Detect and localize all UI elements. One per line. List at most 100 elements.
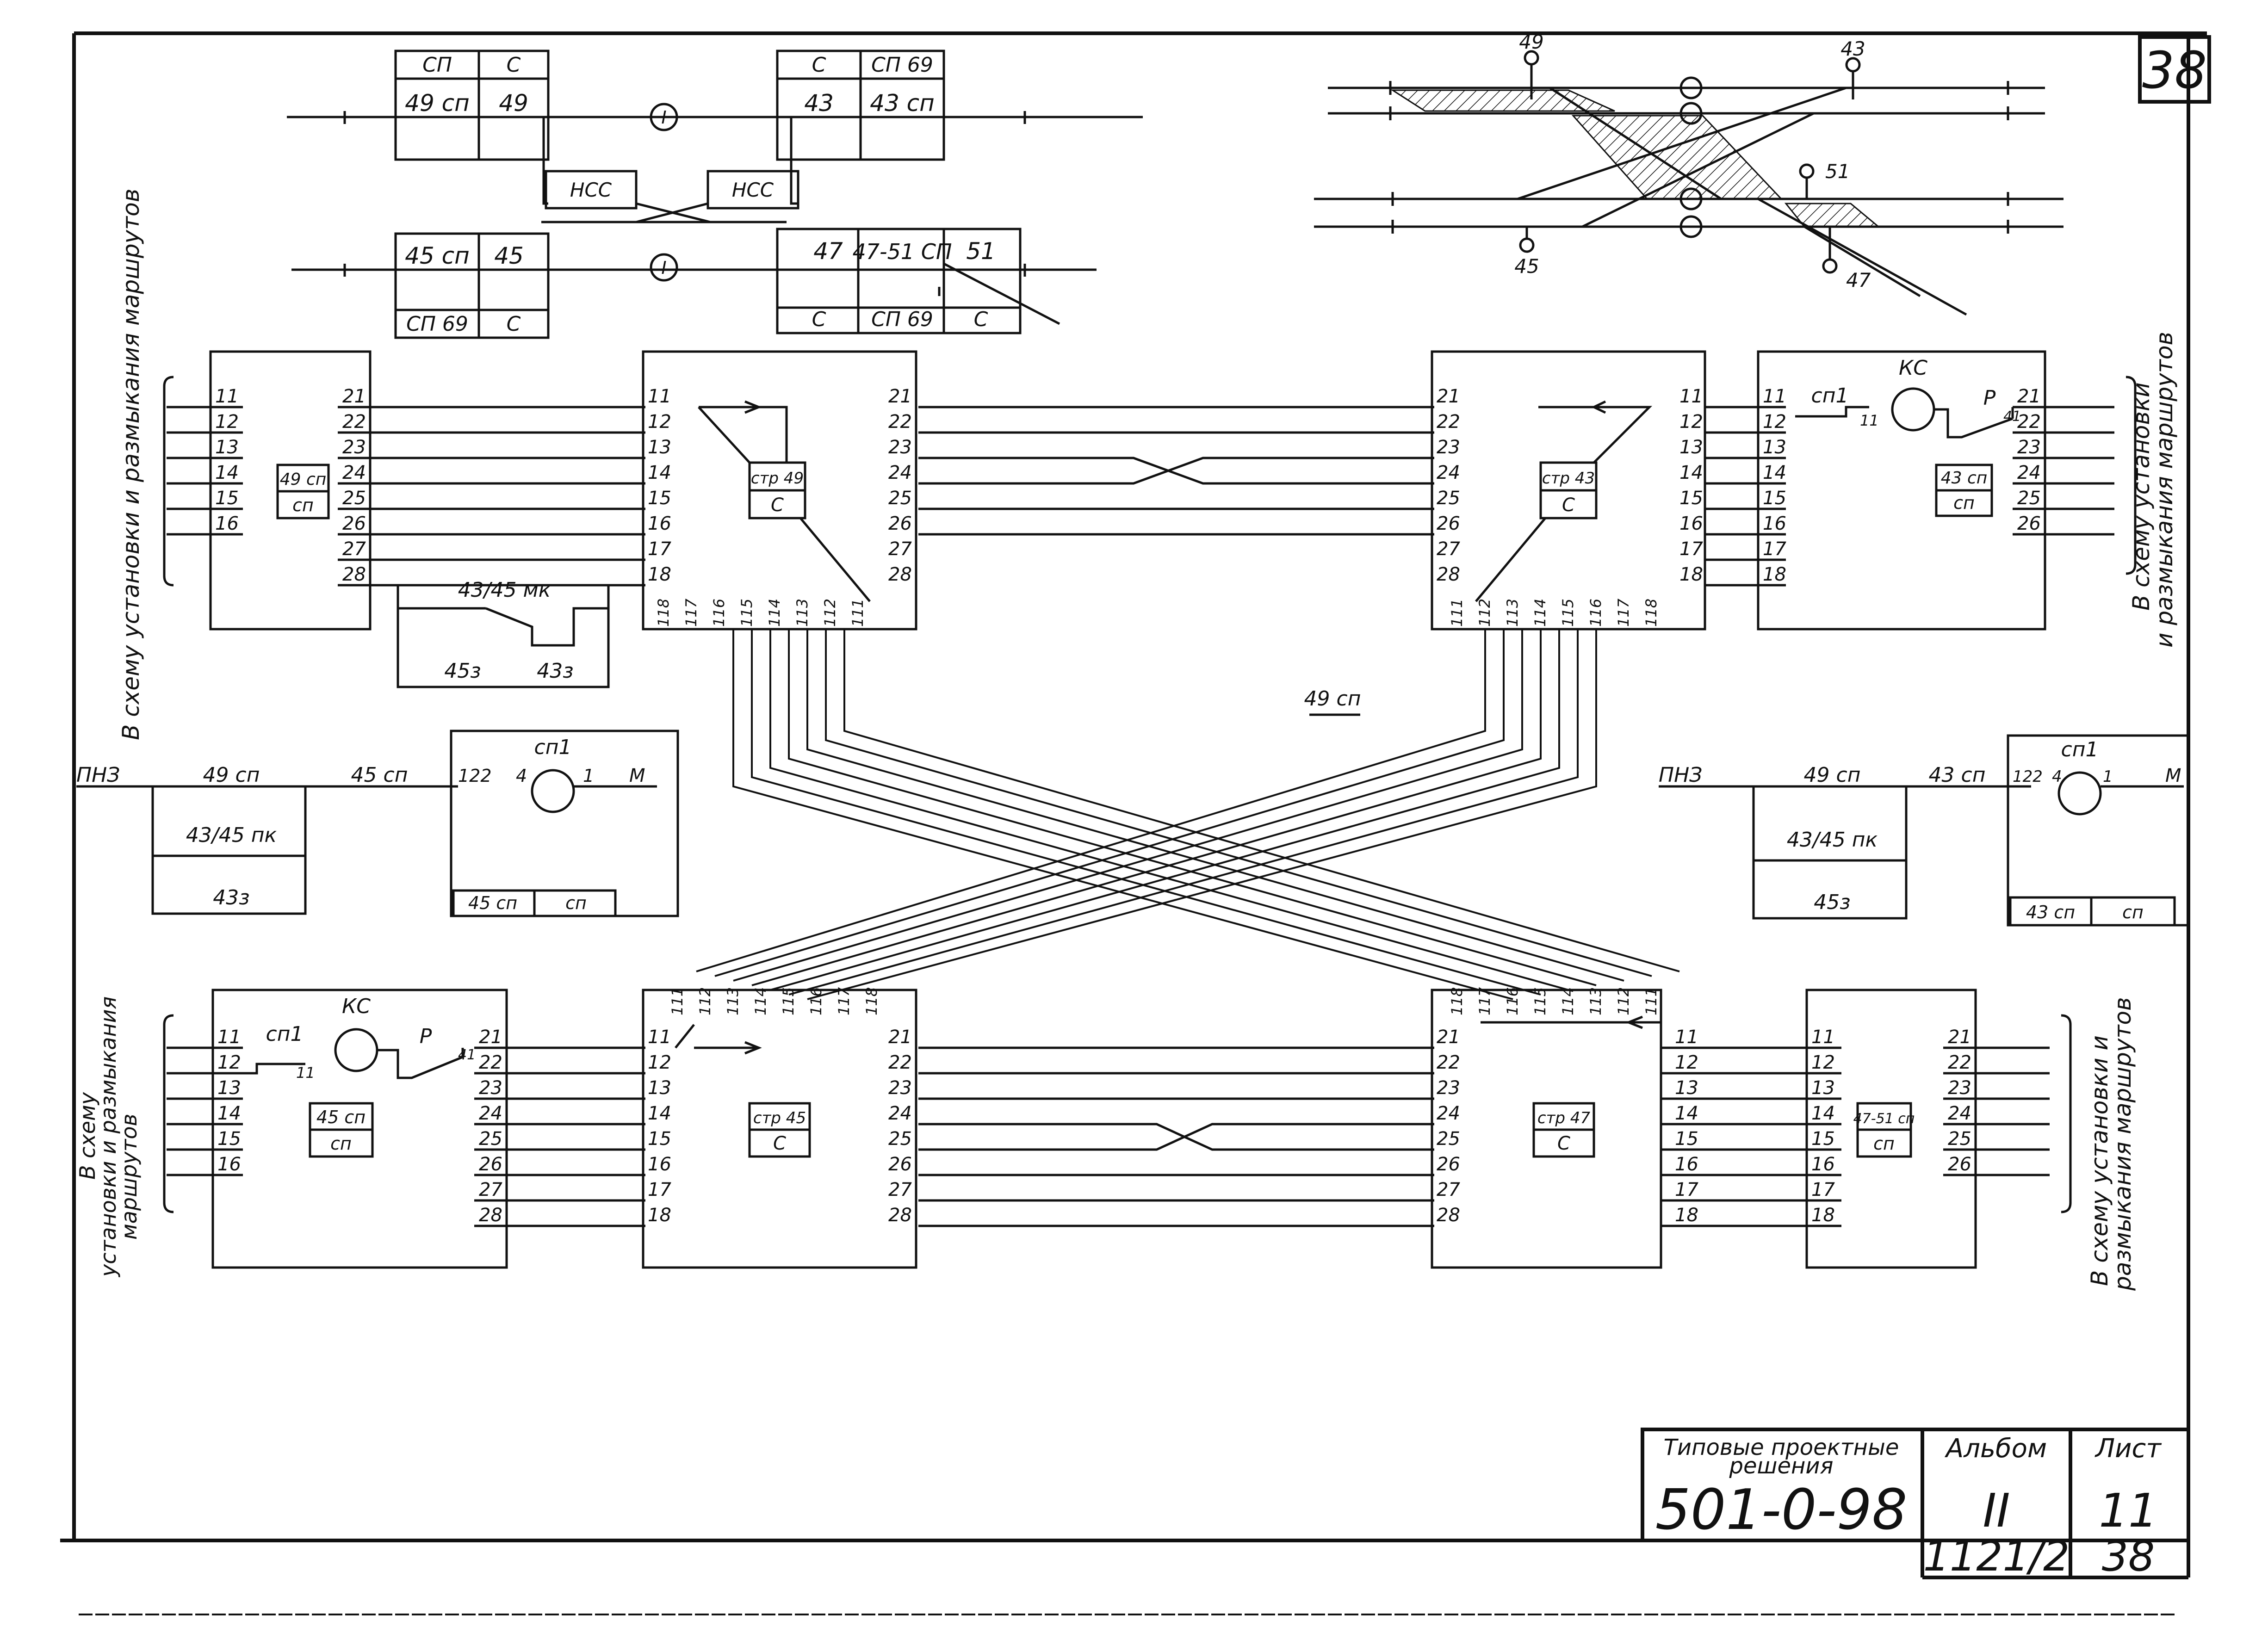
block-4751sp-name: 47-51 сп	[1853, 1111, 1915, 1127]
svg-text:25: 25	[2017, 488, 2041, 509]
cell-s-5: С	[974, 308, 988, 331]
svg-text:23: 23	[1437, 437, 1460, 458]
block-str43: 21 22 23 24 25 26 27 28 11 12 13 14 15 1…	[1431, 350, 1706, 631]
svg-text:112: 112	[1615, 987, 1632, 1015]
svg-text:23: 23	[342, 437, 366, 458]
svg-text:12: 12	[1811, 1052, 1835, 1073]
side-label-bottom-left-3: маршрутов	[117, 1113, 142, 1240]
svg-text:25: 25	[1437, 488, 1460, 509]
name-43: 43	[804, 90, 834, 117]
svg-text:18: 18	[1675, 1205, 1698, 1226]
svg-text:12: 12	[1679, 411, 1703, 433]
pnz-right: ПНЗ	[1659, 763, 1702, 787]
svg-text:22: 22	[2017, 411, 2041, 433]
c45sp-left: 45 сп	[351, 763, 408, 787]
block-str45-name: стр 45	[753, 1109, 806, 1127]
svg-text:12: 12	[648, 411, 671, 433]
sp1-relay-left: сп1	[534, 736, 572, 759]
svg-text:113: 113	[793, 599, 811, 627]
svg-text:15: 15	[1811, 1128, 1835, 1150]
svg-text:13: 13	[1811, 1077, 1835, 1099]
relay-left-type: сп	[565, 893, 587, 913]
block-str43-bottom: 111 112 113 114 115 116 117 118	[1448, 598, 1660, 627]
cell-s-3: С	[507, 312, 521, 336]
block-str47-left: 21 22 23 24 25 26 27 28	[1437, 1027, 1460, 1226]
svg-text:12: 12	[217, 1052, 241, 1073]
pnz-left: ПНЗ	[76, 763, 120, 787]
contact-49sp-cross: 49 сп	[1304, 687, 1361, 711]
svg-text:I: I	[661, 258, 666, 278]
svg-text:23: 23	[888, 437, 912, 458]
svg-text:114: 114	[766, 599, 783, 627]
svg-text:22: 22	[479, 1052, 502, 1073]
svg-text:14: 14	[217, 1103, 241, 1124]
block-43sp: 11 12 13 14 15 16 17 18 сп1 11 КС Р 41 4…	[1705, 350, 2137, 631]
svg-text:15: 15	[648, 488, 671, 509]
svg-text:22: 22	[888, 1052, 912, 1073]
svg-text:22: 22	[1437, 1052, 1460, 1073]
svg-text:26: 26	[888, 513, 912, 534]
svg-text:118: 118	[1448, 987, 1466, 1015]
svg-text:116: 116	[807, 987, 825, 1015]
block-49sp-outputs: 21 22 23 24 25 26 27 28	[338, 386, 645, 587]
svg-text:17: 17	[648, 1179, 671, 1200]
svg-text:11: 11	[1679, 386, 1703, 407]
sp1-relay-right: сп1	[2061, 738, 2099, 761]
side-label-bottom-right-2: размыкания маршрутов	[2109, 997, 2136, 1291]
block-str45-left: 11 12 13 14 15 16 17 18	[648, 1027, 671, 1226]
svg-text:17: 17	[648, 538, 671, 560]
c43z-left: 43з	[213, 886, 249, 909]
relay-circuit-left: ПНЗ 49 сп 43/45 пк 43з 45 сп 122 4 сп1 1…	[76, 730, 679, 917]
svg-text:27: 27	[342, 538, 366, 560]
svg-text:24: 24	[342, 462, 366, 483]
name-45: 45	[494, 242, 524, 269]
p-45: Р	[420, 1025, 432, 1048]
contact-45z: 45з	[444, 659, 481, 683]
svg-text:15: 15	[215, 488, 239, 509]
svg-text:11: 11	[1763, 386, 1786, 407]
svg-text:25: 25	[342, 488, 366, 509]
svg-text:21: 21	[1437, 1027, 1460, 1048]
svg-text:24: 24	[2017, 462, 2041, 483]
wires-bottom	[918, 1046, 1434, 1227]
svg-text:24: 24	[888, 1103, 912, 1124]
svg-text:27: 27	[888, 538, 912, 560]
block-4751sp: 11 12 13 14 15 16 17 18 11 12 13 14 15 1…	[1661, 989, 2072, 1269]
svg-text:113: 113	[1587, 987, 1605, 1015]
svg-text:111: 111	[849, 599, 867, 627]
svg-text:22: 22	[888, 411, 912, 433]
block-4751sp-right: 21 22 23 24 25 26	[1943, 1027, 2050, 1176]
svg-text:113: 113	[724, 987, 742, 1015]
block-43sp-right-wires: 21 22 23 24 25 26	[2013, 386, 2114, 536]
svg-text:114: 114	[1559, 987, 1577, 1015]
svg-text:26: 26	[479, 1154, 502, 1175]
title-block: Типовые проектные решения 501-0-98 Альбо…	[1641, 1428, 2190, 1581]
title-typical-label: Типовые проектные	[1664, 1435, 1899, 1460]
album-value: II	[1983, 1484, 2010, 1538]
svg-text:16: 16	[215, 513, 239, 534]
block-4751sp-type: сп	[1873, 1133, 1895, 1154]
svg-text:11: 11	[1675, 1027, 1698, 1048]
svg-text:118: 118	[1642, 599, 1660, 627]
c49sp-right: 49 сп	[1804, 763, 1861, 787]
svg-text:24: 24	[888, 462, 912, 483]
svg-text:112: 112	[821, 599, 839, 627]
block-49sp-name: 49 сп	[280, 470, 327, 489]
svg-text:23: 23	[1948, 1077, 1971, 1099]
nss-2: НСС	[732, 179, 774, 201]
svg-text:15: 15	[1675, 1128, 1698, 1150]
svg-text:14: 14	[1679, 462, 1703, 483]
svg-text:18: 18	[648, 564, 671, 585]
svg-text:14: 14	[1763, 462, 1786, 483]
cell-s-1: С	[507, 53, 521, 77]
svg-text:117: 117	[835, 987, 853, 1015]
block-45sp-inputs: 11 12 13 14 15 16	[167, 1027, 243, 1176]
svg-text:18: 18	[1763, 564, 1786, 585]
title-typical-label-2: решения	[1729, 1453, 1834, 1479]
in-13: 13	[167, 437, 243, 459]
in-11: 11	[167, 386, 243, 408]
cell-sp-1: СП	[422, 53, 452, 77]
svg-text:12: 12	[1675, 1052, 1698, 1073]
pk-right: 43/45 пк	[1787, 828, 1878, 852]
